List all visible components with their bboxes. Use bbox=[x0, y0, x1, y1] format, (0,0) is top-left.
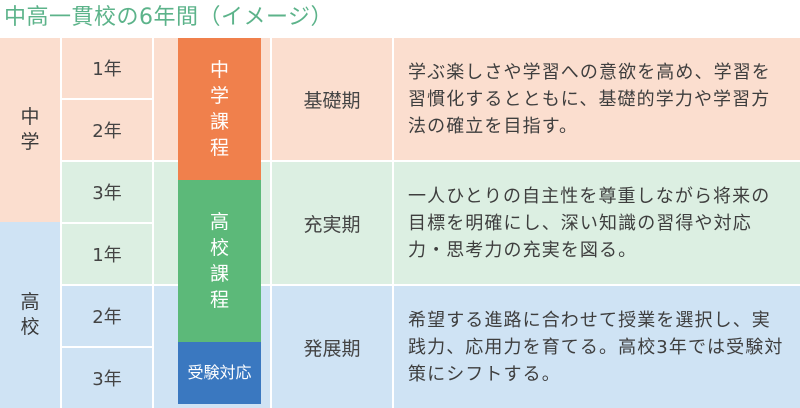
desc-development-text: 希望する進路に合わせて授業を選択し、実践力、応用力を育てる。高校3年では受験対策… bbox=[408, 309, 784, 385]
six-year-diagram: 中 学 高 校 1年 2年 3年 1年 2年 3年 中 学 課 程 高 校 課 … bbox=[0, 38, 800, 408]
junior-course-char: 課 bbox=[209, 111, 229, 133]
page-title: 中高一貫校の6年間（イメージ） bbox=[4, 5, 334, 30]
school-junior-char: 学 bbox=[20, 131, 40, 153]
grade-cell: 1年 bbox=[62, 38, 152, 98]
school-junior: 中 学 bbox=[0, 38, 60, 222]
desc-enrichment-text: 一人ひとりの自主性を尊重しながら将来の目標を明確にし、深い知識の習得や対応力・思… bbox=[408, 185, 771, 261]
school-senior: 高 校 bbox=[0, 222, 60, 408]
senior-course-char: 校 bbox=[209, 237, 229, 259]
desc-enrichment: 一人ひとりの自主性を尊重しながら将来の目標を明確にし、深い知識の習得や対応力・思… bbox=[394, 162, 800, 284]
school-junior-char: 中 bbox=[20, 106, 40, 128]
school-senior-char: 校 bbox=[20, 316, 40, 338]
grade-cell: 3年 bbox=[62, 162, 152, 222]
desc-development: 希望する進路に合わせて授業を選択し、実践力、応用力を育てる。高校3年では受験対策… bbox=[394, 286, 800, 408]
grade-cell: 2年 bbox=[62, 100, 152, 160]
period-foundation: 基礎期 bbox=[272, 38, 392, 160]
grade-cell: 3年 bbox=[62, 348, 152, 408]
senior-course-char: 高 bbox=[209, 211, 229, 233]
junior-course-char: 程 bbox=[209, 137, 229, 159]
senior-course-char: 程 bbox=[209, 289, 229, 311]
junior-course-char: 学 bbox=[209, 85, 229, 107]
junior-course-char: 中 bbox=[209, 59, 229, 81]
school-senior-char: 高 bbox=[20, 291, 40, 313]
period-development: 発展期 bbox=[272, 286, 392, 408]
junior-course-bar: 中 学 課 程 bbox=[178, 38, 261, 180]
senior-course-char: 課 bbox=[209, 263, 229, 285]
desc-foundation: 学ぶ楽しさや学習への意欲を高め、学習を習慣化するとともに、基礎的学力や学習方法の… bbox=[394, 38, 800, 160]
senior-course-bar: 高 校 課 程 bbox=[178, 180, 261, 342]
grade-cell: 1年 bbox=[62, 224, 152, 284]
exam-course-label: 受験対応 bbox=[187, 363, 252, 382]
grade-cell: 2年 bbox=[62, 286, 152, 346]
period-enrichment: 充実期 bbox=[272, 162, 392, 284]
desc-foundation-text: 学ぶ楽しさや学習への意欲を高め、学習を習慣化するとともに、基礎的学力や学習方法の… bbox=[408, 61, 771, 137]
exam-course-bar: 受験対応 bbox=[178, 342, 261, 404]
